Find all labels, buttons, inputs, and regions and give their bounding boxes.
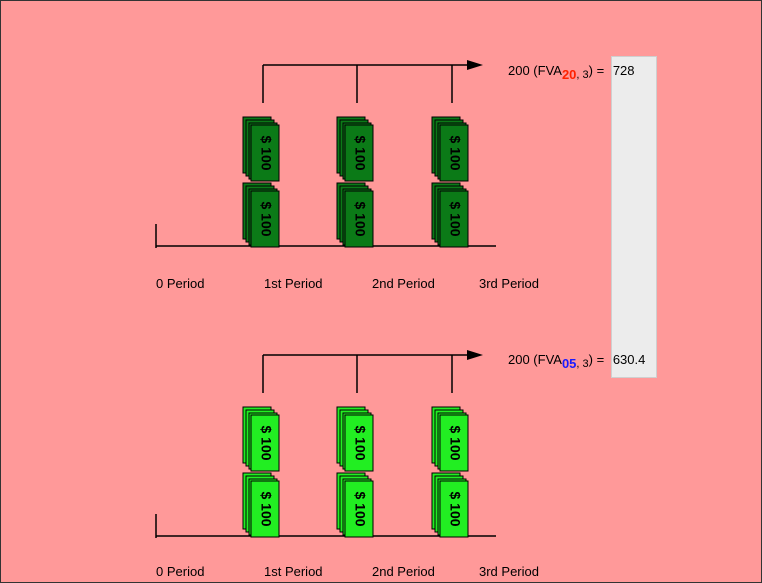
bill-label: $ 100 — [447, 491, 463, 526]
bottom-money-lower-1-icon: $ 100 — [242, 472, 280, 538]
bottom-period-label-0: 0 Period — [156, 564, 205, 579]
bottom-formula-prefix: 200 (FVA — [508, 352, 562, 367]
bill-front — [344, 480, 374, 538]
bottom-formula-suffix: ) = — [588, 352, 605, 367]
bottom-money-lower-2-icon: $ 100 — [336, 472, 374, 538]
bottom-formula-n: , 3 — [576, 358, 589, 370]
top-money-lower-3-icon: $ 100 — [431, 182, 469, 248]
bill-label: $ 100 — [447, 201, 463, 236]
bottom-arrow-icon — [467, 350, 483, 360]
top-formula-result: 728 — [612, 63, 635, 78]
bill-front — [250, 480, 280, 538]
bill-label: $ 100 — [447, 425, 463, 460]
bill-front — [250, 414, 280, 472]
bottom-formula-rate: 05 — [561, 356, 577, 371]
bottom-formula: 200 (FVA05, 3) = 630.4 — [508, 352, 646, 371]
bill-label: $ 100 — [352, 425, 368, 460]
top-period-label-2: 2nd Period — [372, 276, 435, 291]
bill-front — [250, 124, 280, 182]
bill-front — [344, 190, 374, 248]
bottom-money-upper-1-icon: $ 100 — [242, 406, 280, 472]
bill-front — [439, 480, 469, 538]
bottom-period-label-1: 1st Period — [264, 564, 323, 579]
bill-front — [344, 414, 374, 472]
bill-label: $ 100 — [258, 201, 274, 236]
top-formula-rate: 20 — [561, 67, 577, 82]
bill-label: $ 100 — [258, 491, 274, 526]
bill-label: $ 100 — [352, 135, 368, 170]
top-formula: 200 (FVA20, 3) = 728 — [508, 63, 635, 82]
top-period-label-3: 3rd Period — [479, 276, 539, 291]
bill-label: $ 100 — [258, 135, 274, 170]
top-arrow-icon — [467, 60, 483, 70]
bottom-period-label-2: 2nd Period — [372, 564, 435, 579]
top-formula-n: , 3 — [576, 69, 589, 81]
bill-front — [250, 190, 280, 248]
bill-label: $ 100 — [447, 135, 463, 170]
result-highlight-panel — [611, 56, 657, 378]
bottom-money-upper-2-icon: $ 100 — [336, 406, 374, 472]
top-money-upper-3-icon: $ 100 — [431, 116, 469, 182]
bill-front — [344, 124, 374, 182]
bottom-money-upper-3-icon: $ 100 — [431, 406, 469, 472]
top-period-label-0: 0 Period — [156, 276, 205, 291]
top-formula-suffix: ) = — [588, 63, 605, 78]
bill-front — [439, 124, 469, 182]
bottom-money-lower-3-icon: $ 100 — [431, 472, 469, 538]
bill-front — [439, 190, 469, 248]
top-money-lower-2-icon: $ 100 — [336, 182, 374, 248]
top-money-upper-2-icon: $ 100 — [336, 116, 374, 182]
bill-front — [439, 414, 469, 472]
bottom-formula-result: 630.4 — [612, 352, 646, 367]
top-period-label-1: 1st Period — [264, 276, 323, 291]
top-formula-prefix: 200 (FVA — [508, 63, 562, 78]
bill-label: $ 100 — [352, 491, 368, 526]
bottom-period-label-3: 3rd Period — [479, 564, 539, 579]
top-money-lower-1-icon: $ 100 — [242, 182, 280, 248]
bill-label: $ 100 — [258, 425, 274, 460]
top-money-upper-1-icon: $ 100 — [242, 116, 280, 182]
bill-label: $ 100 — [352, 201, 368, 236]
